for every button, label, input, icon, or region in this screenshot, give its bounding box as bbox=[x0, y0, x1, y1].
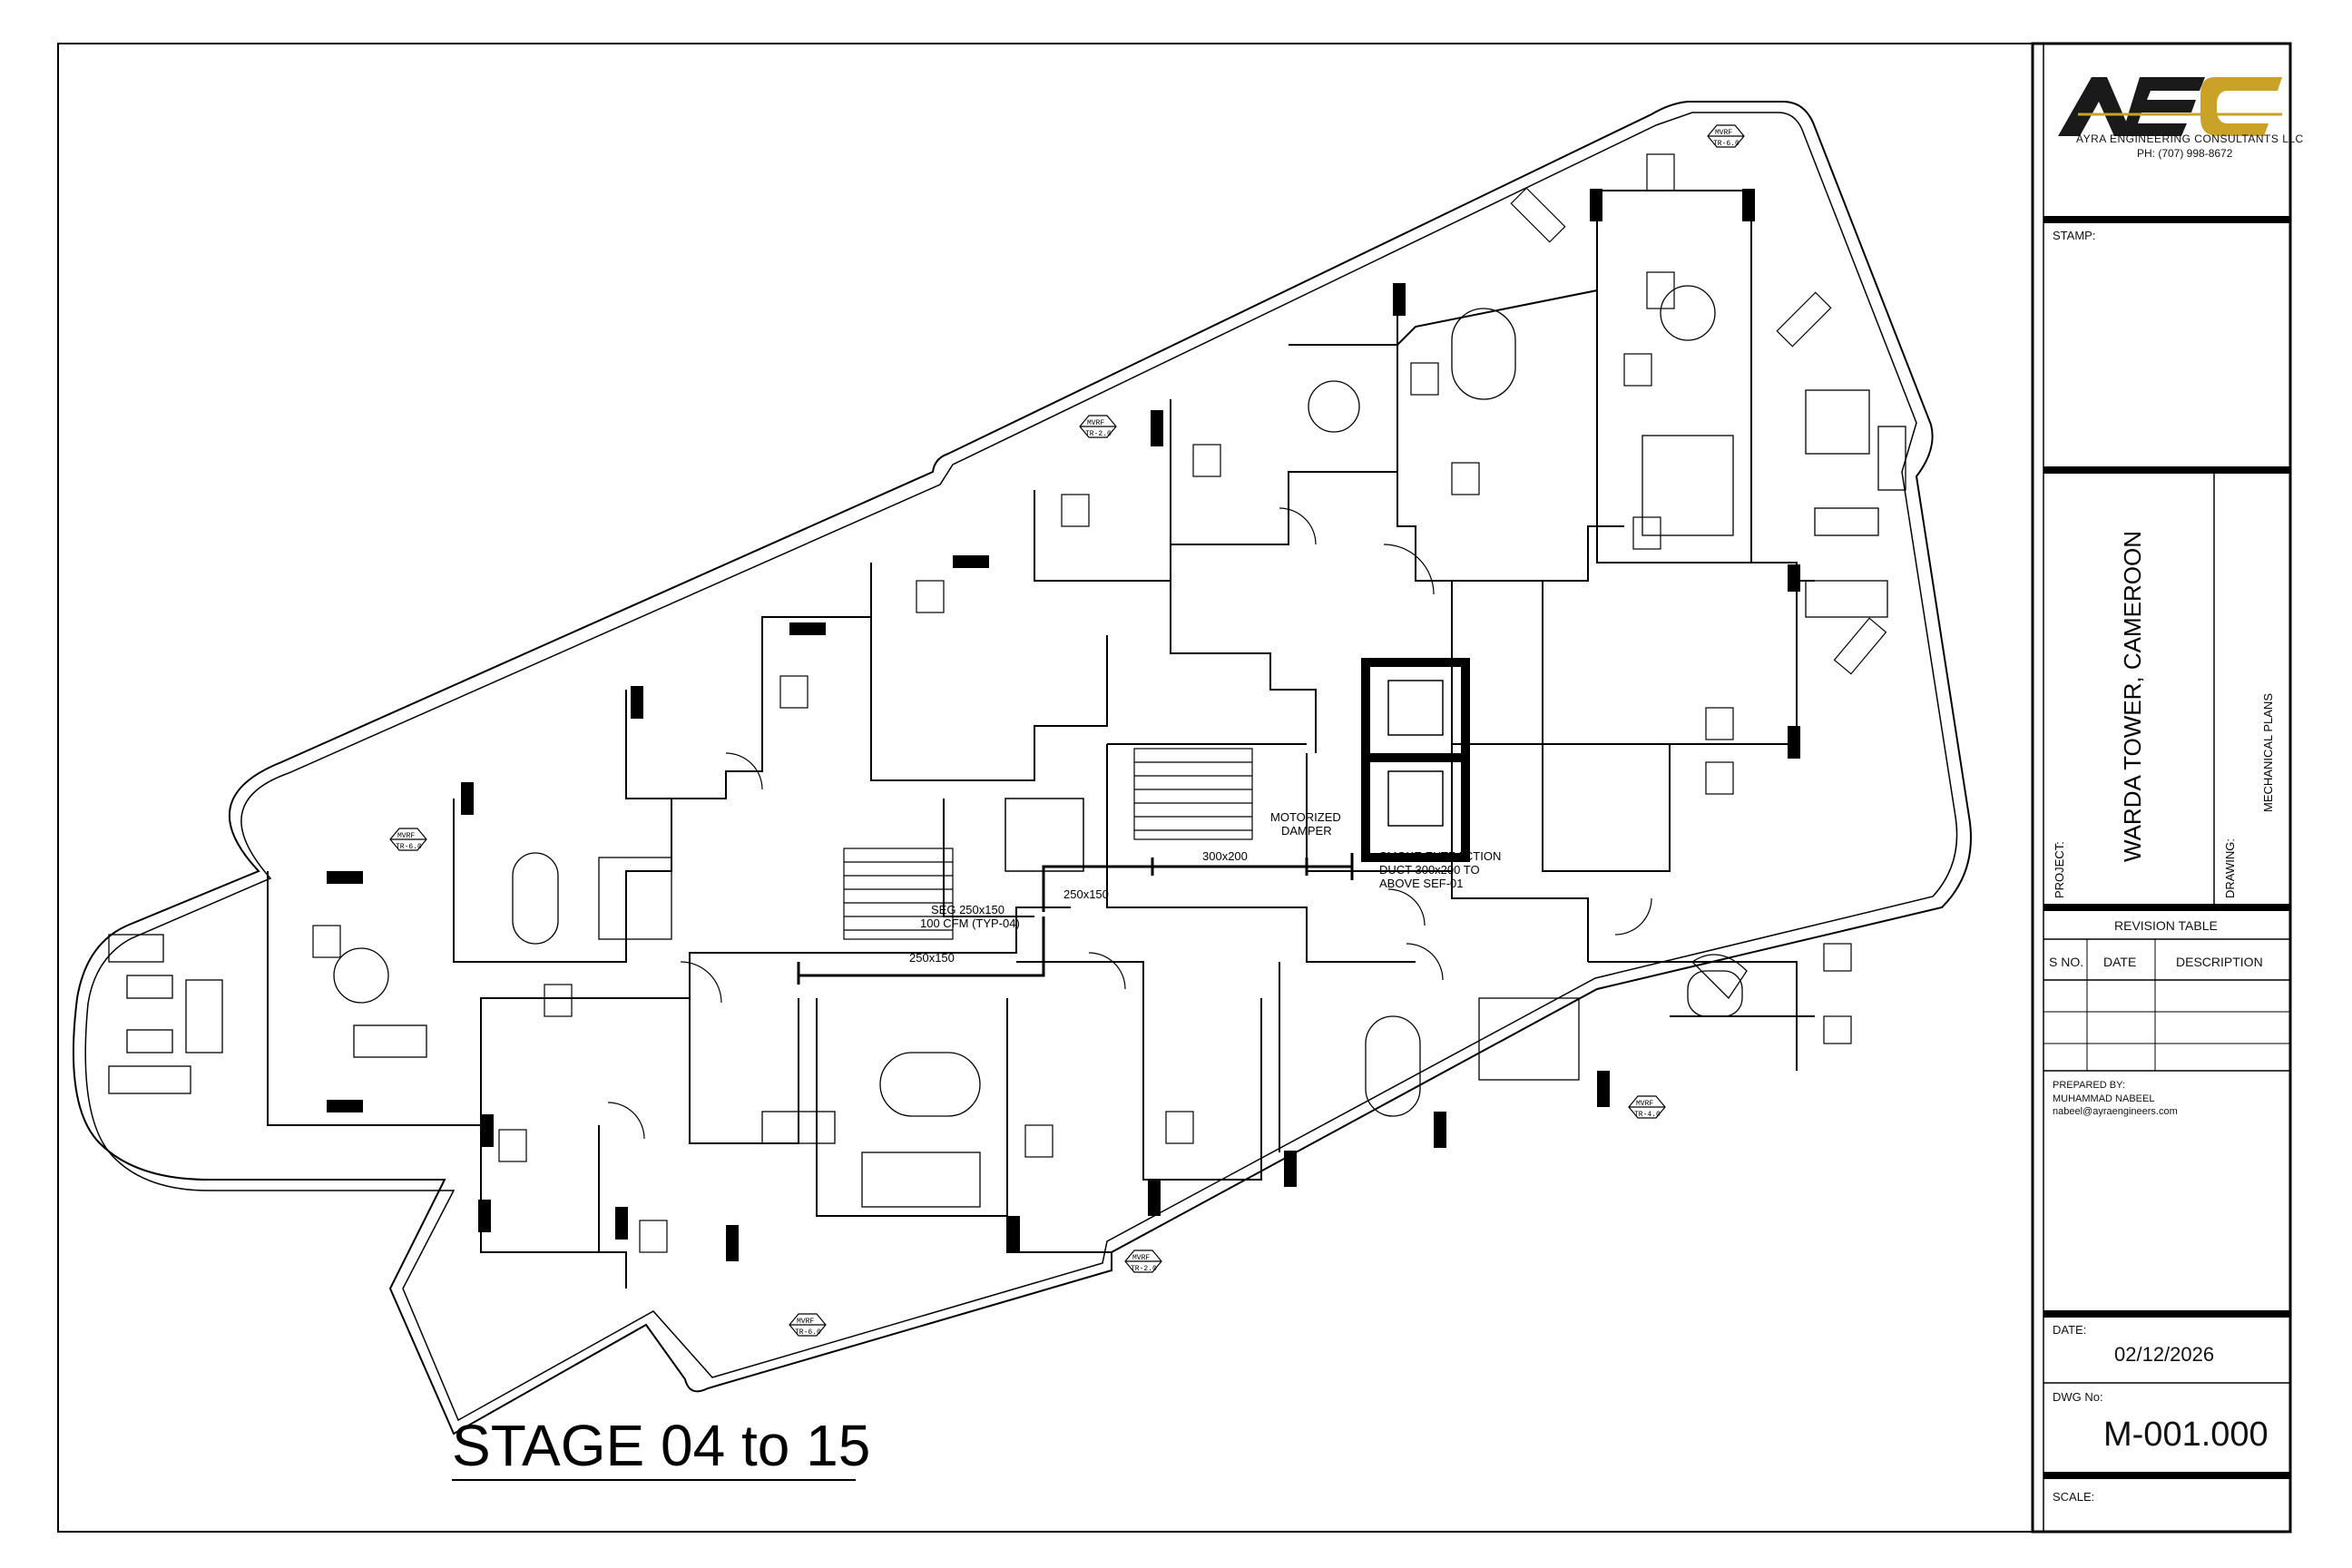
mvrf-tags: MVRF TR-6.0 MVRF TR-2.0 MVRF TR-6.0 MVRF… bbox=[389, 124, 1745, 1337]
duct-run bbox=[797, 853, 1354, 985]
lift-core bbox=[1004, 658, 1470, 872]
wall bbox=[625, 590, 872, 799]
indoor-units bbox=[312, 153, 1852, 1253]
mvrf-tag-top: MVRF bbox=[1132, 1254, 1150, 1262]
drawing-name: MECHANICAL PLANS bbox=[2261, 693, 2275, 812]
revision-header-description: DESCRIPTION bbox=[2176, 955, 2263, 969]
dwg-no-label: DWG No: bbox=[2053, 1390, 2103, 1404]
furniture bbox=[108, 285, 1906, 1208]
duct-size-label: 250x150 bbox=[1063, 887, 1109, 901]
duct-size-label: 300x200 bbox=[1202, 849, 1248, 863]
mvrf-tag: MVRF TR-2.0 bbox=[1079, 415, 1117, 438]
plan-annotations: MOTORIZED DAMPER SMOKE EXTRACTION DUCT 3… bbox=[909, 810, 1501, 965]
revision-header-date: DATE bbox=[2103, 955, 2137, 969]
wall bbox=[1106, 744, 1416, 963]
stair-core bbox=[843, 748, 1253, 940]
building-outline-inner bbox=[84, 112, 1958, 1422]
column-stubs bbox=[327, 189, 1800, 1261]
prepared-by-label: PREPARED BY: bbox=[2053, 1080, 2125, 1091]
date-value: 02/12/2026 bbox=[2114, 1343, 2215, 1366]
mvrf-tag-bottom: TR-6.0 bbox=[1713, 140, 1740, 148]
mvrf-tag-top: MVRF bbox=[797, 1318, 814, 1326]
mvrf-tag-top: MVRF bbox=[1715, 129, 1732, 137]
wall bbox=[1451, 581, 1798, 745]
wall bbox=[1170, 399, 1317, 753]
wall bbox=[689, 998, 799, 1144]
wall bbox=[816, 998, 1008, 1217]
motorized-damper-label: MOTORIZED bbox=[1270, 810, 1341, 824]
mvrf-tag: MVRF TR-6.0 bbox=[389, 828, 427, 851]
smoke-extraction-label: ABOVE SEF-01 bbox=[1379, 877, 1463, 890]
wall bbox=[943, 799, 1034, 917]
wall bbox=[870, 563, 1108, 781]
company-name: AYRA ENGINEERING CONSULTANTS LLC bbox=[2076, 132, 2304, 145]
mvrf-tag-top: MVRF bbox=[1087, 419, 1104, 427]
company-logo bbox=[2058, 77, 2282, 136]
mvrf-tag: MVRF TR-6.0 bbox=[789, 1313, 827, 1337]
seg-label: SEG 250x150 bbox=[931, 903, 1004, 916]
wall bbox=[1016, 961, 1144, 998]
smoke-extraction-label: SMOKE EXTRACTION bbox=[1379, 849, 1501, 863]
wall bbox=[1142, 998, 1262, 1181]
mvrf-tag-top: MVRF bbox=[397, 832, 415, 840]
date-label: DATE: bbox=[2053, 1323, 2087, 1337]
floor-plan bbox=[72, 101, 1972, 1436]
revision-header-sno: S NO. bbox=[2049, 955, 2084, 969]
motorized-damper-label: DAMPER bbox=[1281, 824, 1332, 838]
duct-size-label: 250x150 bbox=[909, 951, 955, 965]
wall bbox=[1006, 998, 1112, 1253]
drawing-label: DRAWING: bbox=[2223, 838, 2237, 898]
wall bbox=[1596, 191, 1815, 582]
prepared-by-name: MUHAMMAD NABEEL bbox=[2053, 1093, 2155, 1104]
mvrf-tag: MVRF TR-4.0 bbox=[1628, 1095, 1666, 1119]
wall bbox=[1289, 190, 1751, 346]
seg-label: 100 CFM (TYP-04) bbox=[920, 916, 1020, 930]
wall bbox=[1542, 581, 1671, 872]
stage-title: STAGE 04 to 15 bbox=[452, 1413, 871, 1478]
project-label: PROJECT: bbox=[2053, 841, 2066, 898]
project-name: WARDA TOWER, CAMEROON bbox=[2119, 531, 2146, 862]
wall bbox=[480, 998, 627, 1289]
wall bbox=[453, 799, 672, 963]
building-outline bbox=[72, 101, 1972, 1436]
mvrf-tag-bottom: TR-4.0 bbox=[1634, 1111, 1661, 1119]
mvrf-tag: MVRF TR-2.0 bbox=[1124, 1250, 1162, 1273]
wall bbox=[1588, 961, 1798, 1071]
mvrf-tag: MVRF TR-6.0 bbox=[1707, 124, 1745, 148]
company-phone: PH: (707) 998-8672 bbox=[2137, 147, 2233, 160]
sheet-border bbox=[57, 43, 2291, 1533]
door-swings bbox=[607, 507, 1652, 1140]
mvrf-tag-bottom: TR-6.0 bbox=[396, 843, 422, 851]
scale-label: SCALE: bbox=[2053, 1490, 2095, 1504]
title-block bbox=[2031, 42, 2292, 1534]
mvrf-tag-bottom: TR-2.0 bbox=[1131, 1265, 1157, 1273]
mvrf-tag-bottom: TR-2.0 bbox=[1085, 430, 1112, 438]
wall bbox=[1451, 744, 1589, 962]
mvrf-tag-bottom: TR-6.0 bbox=[795, 1328, 821, 1337]
wall bbox=[1396, 290, 1624, 582]
smoke-extraction-label: DUCT 300x200 TO bbox=[1379, 863, 1480, 877]
stage-title-underline bbox=[452, 1479, 856, 1481]
mvrf-tag-top: MVRF bbox=[1636, 1100, 1653, 1108]
revision-table-title: REVISION TABLE bbox=[2114, 918, 2218, 933]
prepared-by-email: nabeel@ayraengineers.com bbox=[2053, 1106, 2178, 1117]
dwg-no-value: M-001.000 bbox=[2103, 1416, 2269, 1454]
stamp-label: STAMP: bbox=[2053, 229, 2096, 242]
planters bbox=[1510, 187, 1887, 675]
